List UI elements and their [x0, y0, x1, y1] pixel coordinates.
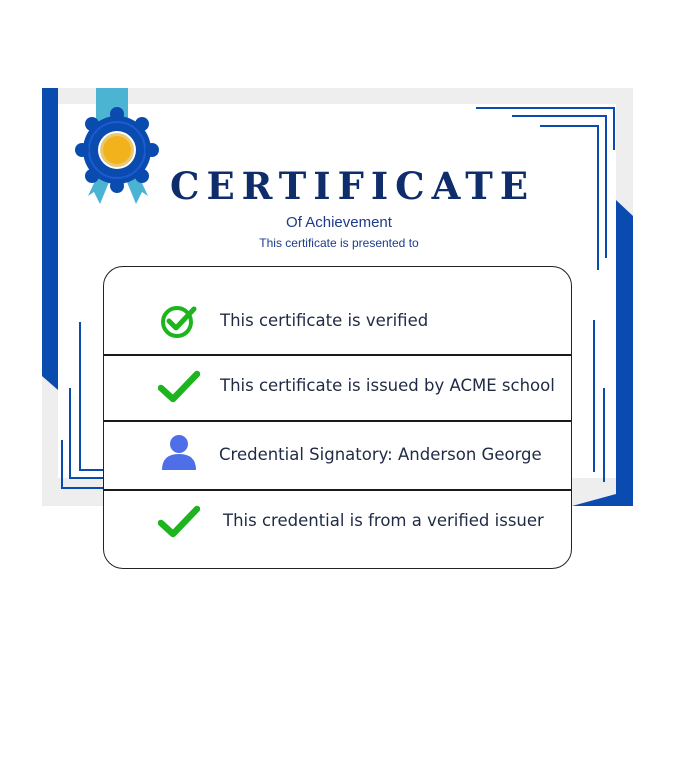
checkmark-icon [158, 505, 200, 538]
verification-text: This certificate is verified [220, 311, 429, 330]
certificate-subtitle: Of Achievement [286, 214, 392, 231]
verification-row-verified-issuer: This credential is from a verified issue… [104, 491, 571, 568]
circle-check-icon [161, 306, 197, 338]
right-blue-band [572, 200, 633, 506]
left-blue-band [42, 88, 58, 390]
verification-row-issuer: This certificate is issued by ACME schoo… [104, 354, 571, 422]
certificate-title: CERTIFICATE [170, 164, 536, 208]
verification-text: This certificate is issued by ACME schoo… [220, 376, 555, 395]
verification-row-signatory: Credential Signatory: Anderson George [104, 422, 571, 491]
person-icon [162, 435, 196, 470]
verification-text: Credential Signatory: Anderson George [219, 445, 542, 464]
verification-row-verified: This certificate is verified [104, 267, 571, 356]
bottom-left-corner-lines [61, 322, 104, 489]
top-right-corner-lines [476, 107, 615, 270]
verification-text: This credential is from a verified issue… [223, 511, 544, 530]
medal-scallops [75, 107, 159, 193]
verification-card: This certificate is verified This certif… [103, 266, 572, 569]
certificate-presented-text: This certificate is presented to [259, 236, 419, 250]
checkmark-icon [158, 370, 200, 403]
right-side-lines [593, 320, 605, 482]
medal-center [104, 137, 130, 163]
